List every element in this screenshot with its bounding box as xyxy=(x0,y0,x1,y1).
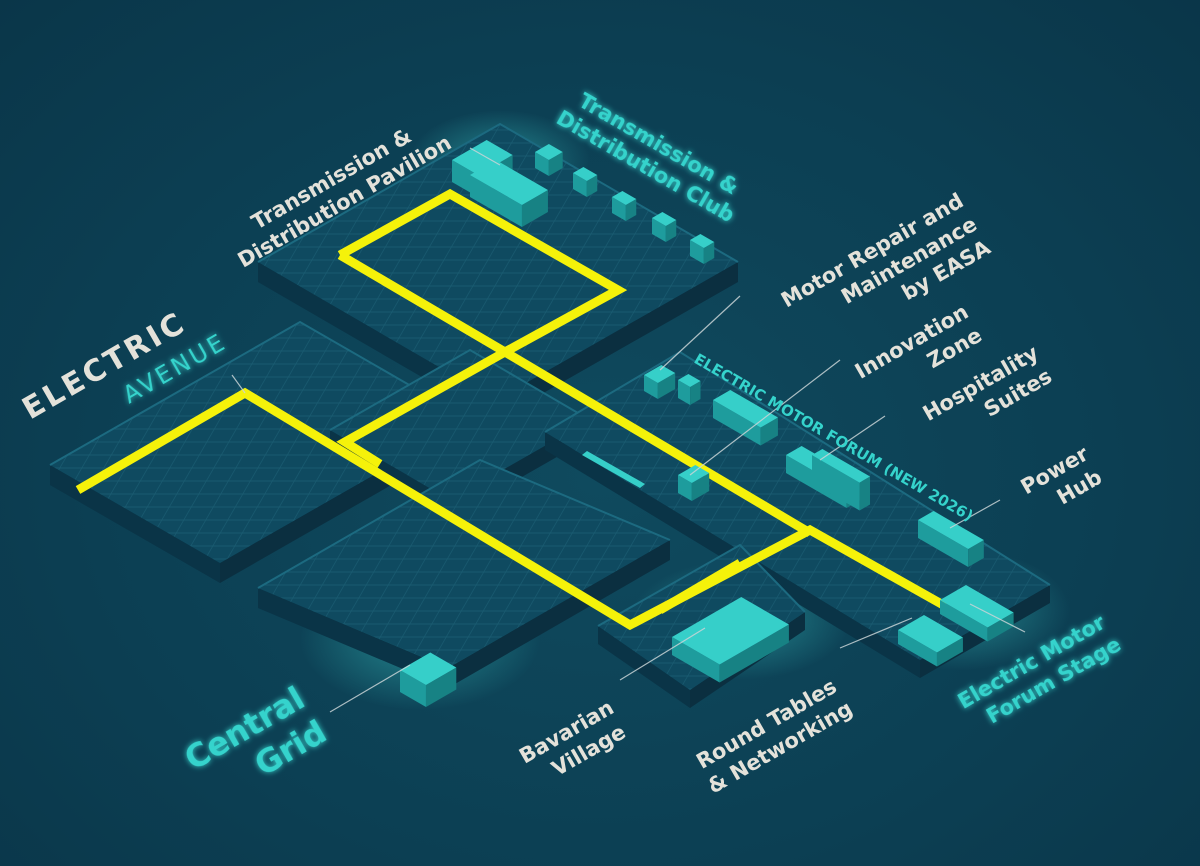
booth[interactable] xyxy=(612,191,637,221)
booth-power-hub[interactable] xyxy=(918,511,984,567)
label-bavarian-village[interactable]: BavarianVillage xyxy=(515,695,631,792)
hall-central-grid xyxy=(257,458,671,688)
booth-hospitality-suites-2[interactable] xyxy=(812,449,871,511)
leader-line xyxy=(329,664,411,713)
walkway-path xyxy=(657,559,743,614)
booth-innovation-zone[interactable] xyxy=(678,465,710,501)
walkway-path xyxy=(336,348,508,468)
booths xyxy=(400,140,1014,707)
booth[interactable] xyxy=(535,144,563,176)
leader-line xyxy=(689,359,841,476)
label-round-tables[interactable]: Round Tables& Networking xyxy=(690,673,856,799)
leader-line xyxy=(469,147,501,166)
booth-central-grid[interactable] xyxy=(400,652,457,708)
booth-forum-stage[interactable] xyxy=(898,615,963,667)
halls xyxy=(49,122,1051,708)
walkway-path xyxy=(337,188,628,358)
booth-motor-repair[interactable] xyxy=(644,365,676,399)
leader-line xyxy=(231,374,246,394)
leader-line xyxy=(659,295,741,371)
leader-line xyxy=(619,627,706,681)
walkway-path xyxy=(502,348,813,537)
walkway-paths xyxy=(75,188,948,631)
booth[interactable] xyxy=(652,212,677,242)
booth-td-club[interactable] xyxy=(470,160,548,227)
booth[interactable] xyxy=(690,234,715,264)
leader-lines xyxy=(231,147,1026,713)
walkway-path xyxy=(75,387,948,631)
label-power-hub[interactable]: PowerHub xyxy=(1017,441,1107,522)
booth-bar xyxy=(582,451,645,488)
label-central-grid[interactable]: CentralGrid xyxy=(178,678,333,812)
leader-line xyxy=(839,617,913,649)
booth-bavarian-village[interactable] xyxy=(672,597,789,683)
booth[interactable] xyxy=(573,167,598,197)
leader-line xyxy=(949,499,1001,529)
booth[interactable] xyxy=(678,374,701,405)
leader-line xyxy=(969,603,1026,633)
leader-line xyxy=(819,415,886,461)
booth-innovation-side[interactable] xyxy=(713,390,778,446)
